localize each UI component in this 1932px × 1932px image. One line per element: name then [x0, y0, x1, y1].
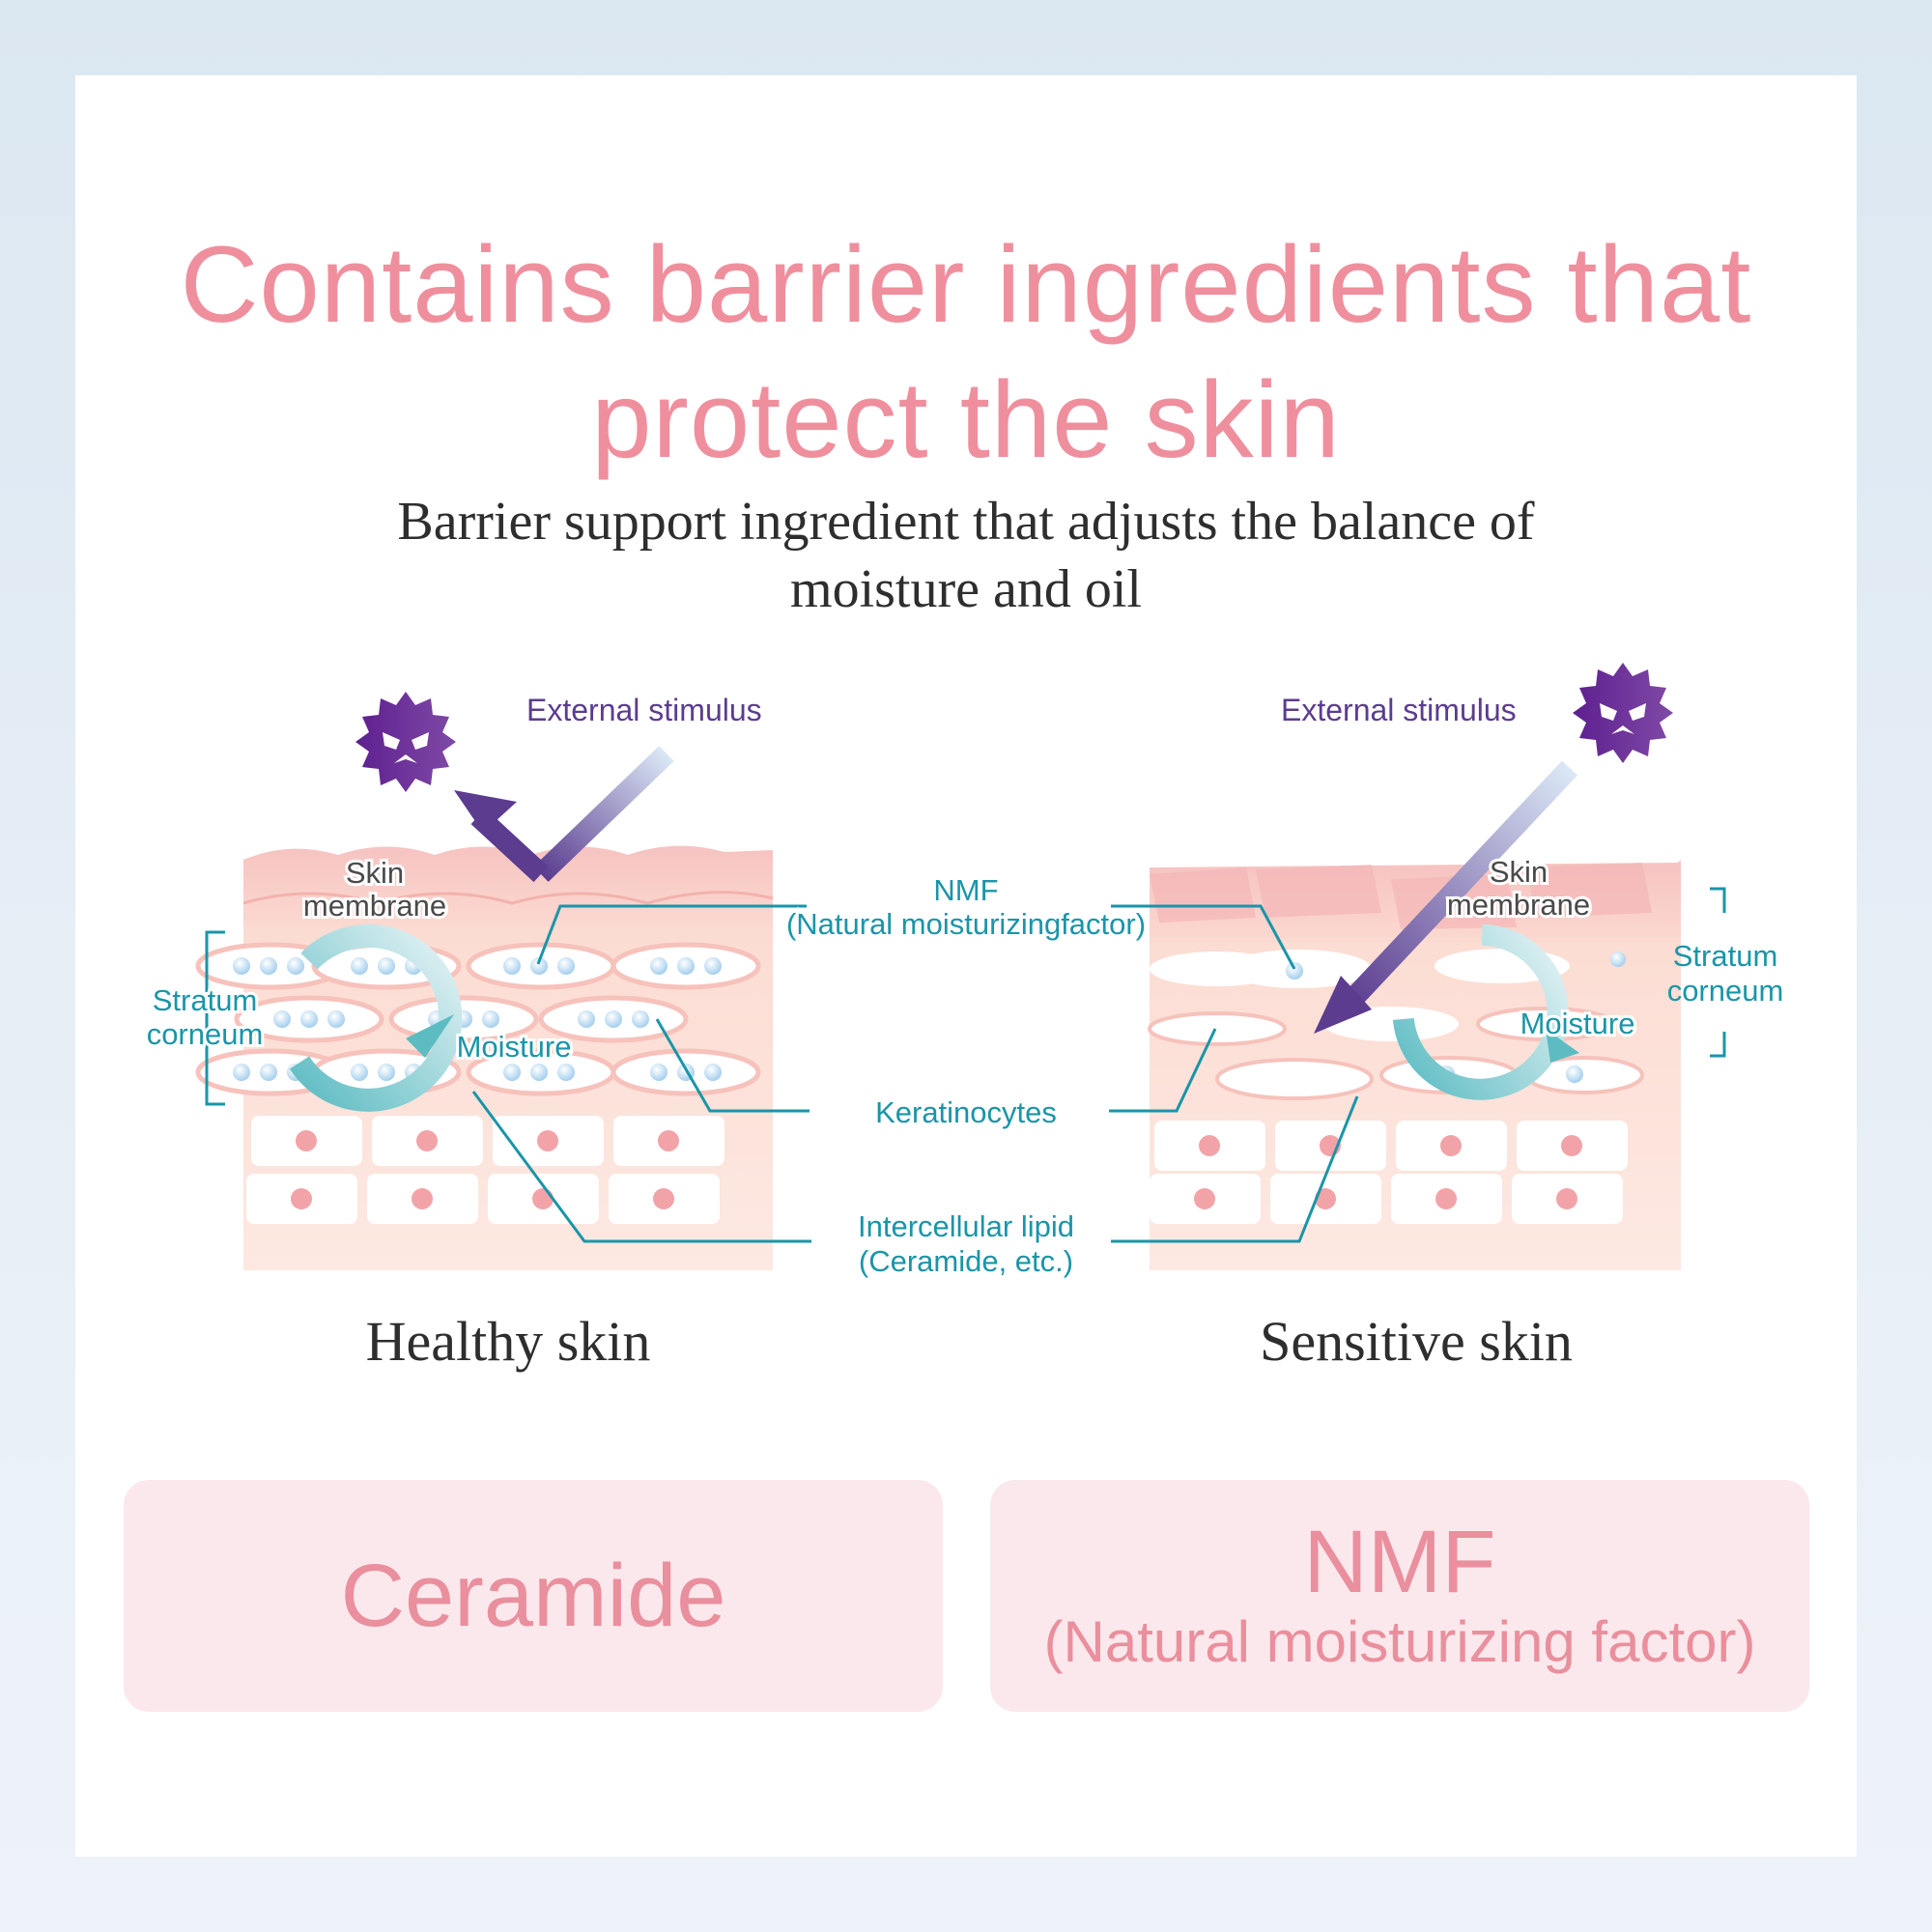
- ingredient-card-nmf: NMF (Natural moisturizing factor): [990, 1480, 1809, 1712]
- angry-virus-icon: [1573, 663, 1673, 763]
- nmf-label: NMF: [933, 873, 998, 907]
- title-line-2: protect the skin: [591, 359, 1341, 480]
- healthy-skin-membrane-label-2: membrane: [303, 889, 446, 923]
- sensitive-moisture-label: Moisture: [1520, 1007, 1635, 1040]
- ingredient-name: Ceramide: [340, 1547, 726, 1645]
- sensitive-skin-membrane-label-1: Skin: [1490, 855, 1548, 889]
- healthy-stratum-label-1: Stratum: [153, 983, 258, 1017]
- ceramide-etc-label: (Ceramide, etc.): [859, 1244, 1073, 1278]
- page-subtitle: Barrier support ingredient that adjusts …: [0, 488, 1932, 623]
- keratinocytes-label: Keratinocytes: [875, 1095, 1057, 1129]
- healthy-external-stimulus-label: External stimulus: [526, 693, 762, 727]
- sensitive-skin-caption: Sensitive skin: [1260, 1310, 1573, 1373]
- leader-lines: [471, 904, 1359, 1243]
- subtitle-line-1: Barrier support ingredient that adjusts …: [397, 492, 1535, 552]
- ingredient-card-ceramide: Ceramide: [124, 1480, 943, 1712]
- page-title: Contains barrier ingredients that protec…: [0, 217, 1932, 488]
- healthy-moisture-label: Moisture: [457, 1030, 572, 1064]
- sensitive-skin-illustration: [1148, 663, 1726, 1270]
- healthy-skin-illustration: [198, 692, 774, 1270]
- healthy-skin-membrane-label-1: Skin: [346, 856, 404, 890]
- healthy-skin-caption: Healthy skin: [365, 1310, 651, 1373]
- sensitive-stratum-label-2: corneum: [1667, 974, 1784, 1008]
- title-line-1: Contains barrier ingredients that: [180, 224, 1752, 345]
- sensitive-stratum-label-1: Stratum: [1673, 939, 1778, 973]
- nmf-full-label: (Natural moisturizingfactor): [786, 907, 1146, 941]
- intercellular-lipid-label: Intercellular lipid: [858, 1209, 1074, 1243]
- sensitive-skin-membrane-label-2: membrane: [1447, 888, 1590, 922]
- subtitle-line-2: moisture and oil: [790, 559, 1142, 619]
- angry-virus-icon: [355, 692, 456, 792]
- ingredient-name: NMF: [1303, 1513, 1496, 1611]
- sensitive-external-stimulus-label: External stimulus: [1281, 693, 1517, 727]
- healthy-stratum-label-2: corneum: [147, 1017, 264, 1051]
- ingredient-detail: (Natural moisturizing factor): [1043, 1609, 1756, 1674]
